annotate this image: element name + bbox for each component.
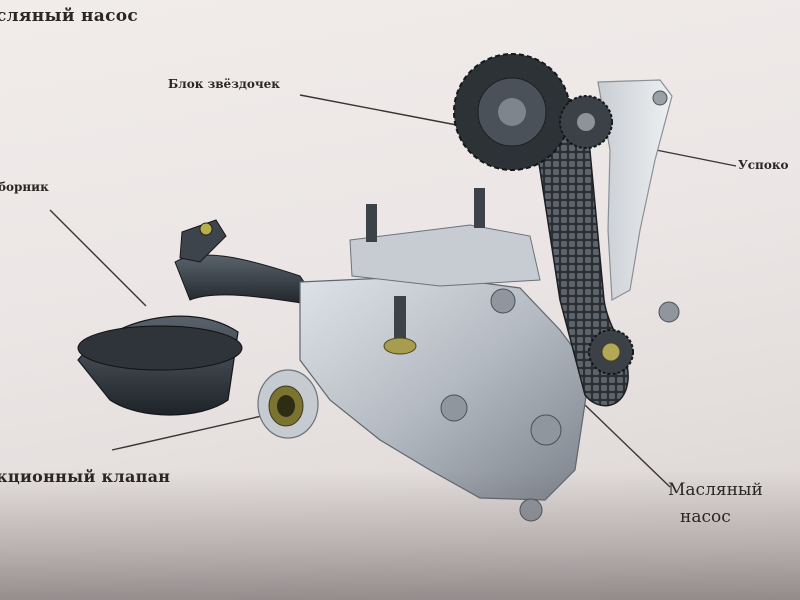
housing-bolt-2 bbox=[440, 394, 468, 422]
stud-mid bbox=[474, 188, 485, 228]
lower-sprocket-center bbox=[601, 342, 621, 362]
leader-line-valve bbox=[111, 412, 276, 451]
relief-valve-inner bbox=[277, 395, 295, 417]
leader-line-pickup bbox=[49, 209, 147, 307]
leader-line-sprocket bbox=[299, 94, 463, 127]
label-oil-pump-line1: Масляный bbox=[668, 480, 763, 500]
pickup-bracket bbox=[179, 219, 227, 263]
housing-bolt-5 bbox=[658, 301, 680, 323]
oil-strainer-rim bbox=[77, 325, 243, 371]
stud-front bbox=[394, 296, 406, 344]
pump-upper-body bbox=[349, 224, 541, 287]
small-sprocket-center bbox=[577, 113, 595, 131]
pickup-bolt bbox=[199, 222, 213, 236]
label-oil-pickup: борник bbox=[0, 180, 49, 194]
pickup-tube bbox=[174, 254, 322, 307]
label-oil-pump-line2: насос bbox=[680, 507, 731, 527]
tensioner-pivot bbox=[652, 90, 668, 106]
stud-left bbox=[366, 204, 377, 242]
stud-front-washer bbox=[383, 337, 417, 355]
large-sprocket-center bbox=[498, 98, 526, 126]
label-oil-pump: Масляный насос bbox=[668, 477, 763, 531]
pump-housing bbox=[299, 275, 591, 501]
label-valve: кционный клапан bbox=[0, 467, 171, 486]
housing-bolt-3 bbox=[530, 414, 562, 446]
label-tensioner: Успоко bbox=[738, 158, 789, 172]
housing-bolt-1 bbox=[490, 288, 516, 314]
label-sprocket-block: Блок звёздочек bbox=[168, 77, 280, 91]
page-title: сляный насос bbox=[0, 6, 139, 26]
leader-line-tensioner bbox=[655, 149, 737, 167]
page-shadow bbox=[0, 470, 800, 600]
chain-tensioner-bracket bbox=[597, 79, 673, 301]
